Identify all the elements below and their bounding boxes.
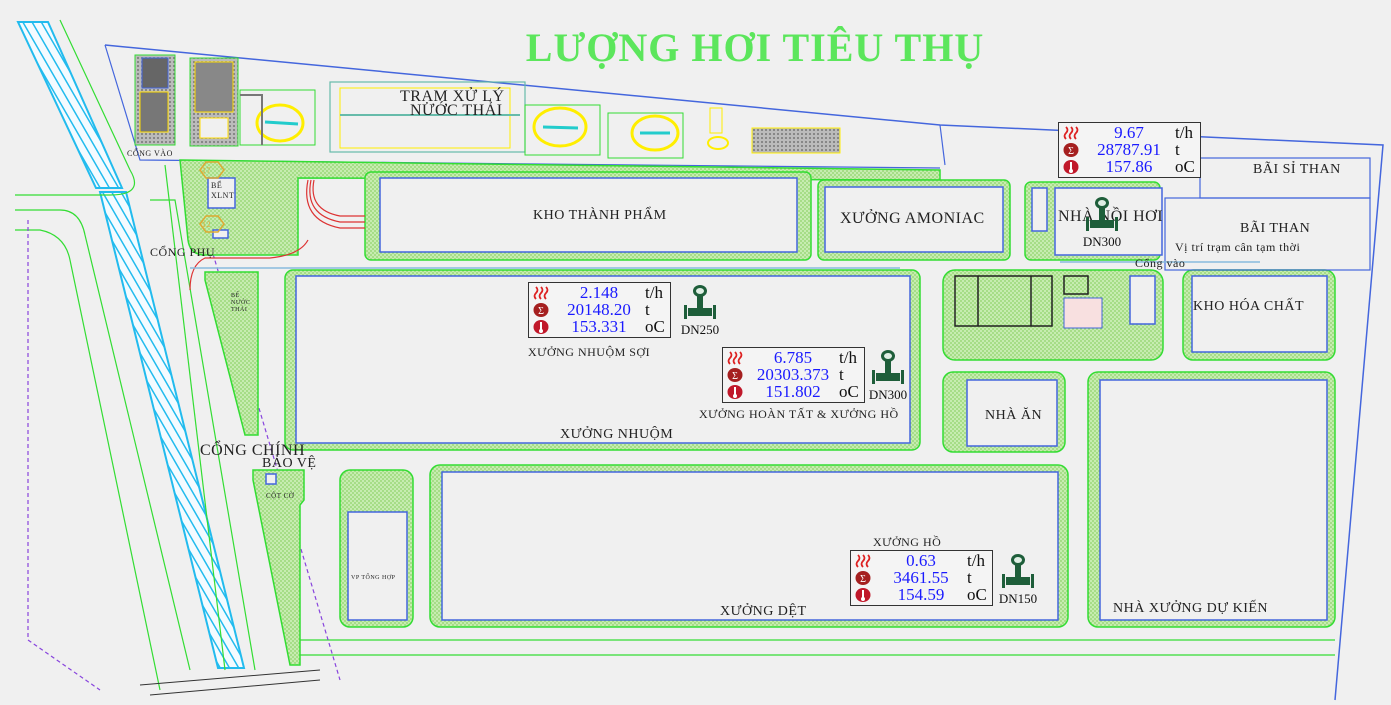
label-xuong-hoan-tat: XƯỞNG HOÀN TẤT & XƯỞNG HỒ (699, 407, 899, 421)
building-be-xlnt (207, 177, 236, 209)
label-kho-hoa-chat: KHO HÓA CHẤT (1193, 299, 1304, 314)
total-unit: t (967, 568, 972, 587)
svg-text:Σ: Σ (732, 371, 738, 382)
thermometer-icon (727, 385, 743, 399)
temp-unit: oC (839, 382, 859, 401)
steam-meter-xuong-hoan-tat[interactable]: 6.785 t/h Σ 20303.373 t 151.802 oC (722, 347, 865, 403)
svg-text:Σ: Σ (1068, 146, 1074, 157)
label-nha-noi-hoi: NHÀ NỒI HƠI (1058, 208, 1164, 225)
temp-unit: oC (967, 585, 987, 604)
label-bai-si-than: BÃI SỈ THAN (1253, 162, 1341, 177)
pipe-size-label: DN250 (680, 322, 720, 337)
flow-value: 0.63 (906, 551, 936, 570)
flow-meter-icon (684, 285, 716, 319)
flow-meter-nha-noi-hoi[interactable]: DN300 (1082, 196, 1122, 249)
temp-value: 151.802 (765, 382, 821, 401)
label-vi-tri-tram-can: Vị trí trạm cân tạm thời (1175, 240, 1301, 254)
total-unit: t (1175, 140, 1180, 159)
label-kho-thanh-pham: KHO THÀNH PHẨM (533, 208, 667, 223)
label-be-nuoc-thai-2: NƯỚC (231, 300, 251, 306)
flow-meter-icon (1002, 554, 1034, 588)
flow-value: 9.67 (1114, 123, 1144, 142)
label-nuoc-thai: NƯỚC THẢI (410, 102, 503, 119)
total-value: 20303.373 (756, 365, 830, 384)
temp-value: 153.331 (571, 317, 627, 336)
svg-text:Σ: Σ (860, 574, 866, 585)
pipe-size-label: DN300 (868, 387, 908, 402)
label-nha-an: NHÀ ĂN (985, 408, 1043, 423)
label-bao-ve: BẢO VỆ (262, 456, 317, 471)
thermometer-icon (1063, 160, 1079, 174)
label-be-nuoc-thai-1: BỂ (231, 293, 240, 299)
label-xuong-nhuom-soi: XƯỞNG NHUỘM SỢI (528, 345, 651, 359)
thermometer-icon (855, 588, 871, 602)
label-nha-xuong-du-kien: NHÀ XƯỞNG DỰ KIẾN (1113, 601, 1269, 616)
road-stripe-top (16, 21, 124, 189)
label-tram-xu-ly: TRẠM XỬ LÝ (400, 88, 505, 105)
label-be: BỂ (211, 181, 223, 190)
building-vp-tong-hop (347, 511, 408, 621)
flow-unit: t/h (1175, 123, 1193, 142)
steam-icon (727, 351, 743, 365)
total-unit: t (645, 300, 650, 319)
marker-17: 17 (202, 166, 211, 175)
total-value: 28787.91 (1097, 140, 1161, 159)
label-cot-co: CỘT CỜ (266, 492, 295, 500)
total-value: 20148.20 (567, 300, 631, 319)
pipe-size-label: DN300 (1082, 234, 1122, 249)
sigma-icon: Σ (533, 303, 549, 317)
building-nha-an (966, 379, 1058, 447)
building-kho-hoa-chat (1191, 275, 1328, 353)
page-title: LƯỢNG HƠI TIÊU THỤ (525, 25, 985, 70)
label-xuong-amoniac: XƯỞNG AMONIAC (840, 210, 985, 227)
thermometer-icon (533, 320, 549, 334)
steam-icon (533, 286, 549, 300)
label-xuong-ho: XƯỞNG HỒ (873, 535, 942, 549)
total-value: 3461.55 (893, 568, 949, 587)
flow-unit: t/h (645, 283, 663, 302)
sigma-icon: Σ (1063, 143, 1079, 157)
label-vp-tong-hop: VP TỔNG HỢP (351, 575, 396, 581)
label-xlnt: XLNT (211, 191, 235, 200)
steam-meter-xuong-nhuom-soi[interactable]: 2.148 t/h Σ 20148.20 t 153.331 oC (528, 282, 671, 338)
label-cong-vao: CỔNG VÀO (127, 149, 173, 158)
pipe-size-label: DN150 (998, 591, 1038, 606)
building-nha-xuong-du-kien (1099, 379, 1328, 621)
flow-meter-xuong-nhuom-soi[interactable]: DN250 (680, 284, 720, 337)
building-kho-thanh-pham (379, 177, 798, 253)
label-cong-vao-2: Cổng vào (1135, 256, 1186, 270)
label-cong-chinh: CỔNG CHÍNH (200, 442, 305, 459)
steam-meter-xuong-ho[interactable]: 0.63 t/h Σ 3461.55 t 154.59 oC (850, 550, 993, 606)
temp-unit: oC (1175, 157, 1195, 176)
flow-unit: t/h (967, 551, 985, 570)
temp-value: 157.86 (1105, 157, 1153, 176)
flow-meter-xuong-hoan-tat[interactable]: DN300 (868, 349, 908, 402)
temp-value: 154.59 (897, 585, 945, 604)
label-cong-phu: CỔNG PHỤ (150, 245, 216, 259)
flow-meter-xuong-ho[interactable]: DN150 (998, 553, 1038, 606)
flow-value: 2.148 (579, 283, 619, 302)
label-xuong-nhuom: XƯỞNG NHUỘM (560, 427, 674, 442)
flow-value: 6.785 (773, 348, 813, 367)
sigma-icon: Σ (727, 368, 743, 382)
steam-icon (855, 554, 871, 568)
label-be-nuoc-thai-3: THẢI (231, 307, 248, 313)
label-xuong-det: XƯỞNG DỆT (720, 604, 807, 619)
label-bai-than: BÃI THAN (1240, 221, 1311, 236)
road-stripe-main (98, 191, 246, 669)
steam-meter-nha-noi-hoi[interactable]: 9.67 t/h Σ 28787.91 t 157.86 oC (1058, 122, 1201, 178)
svg-text:Σ: Σ (538, 306, 544, 317)
flow-meter-icon (1086, 197, 1118, 231)
total-unit: t (839, 365, 844, 384)
sigma-icon: Σ (855, 571, 871, 585)
temp-unit: oC (645, 317, 665, 336)
steam-icon (1063, 126, 1079, 140)
flow-unit: t/h (839, 348, 857, 367)
building-xuong-amoniac (824, 186, 1004, 253)
flow-meter-icon (872, 350, 904, 384)
marker-12: 12 (202, 220, 211, 229)
